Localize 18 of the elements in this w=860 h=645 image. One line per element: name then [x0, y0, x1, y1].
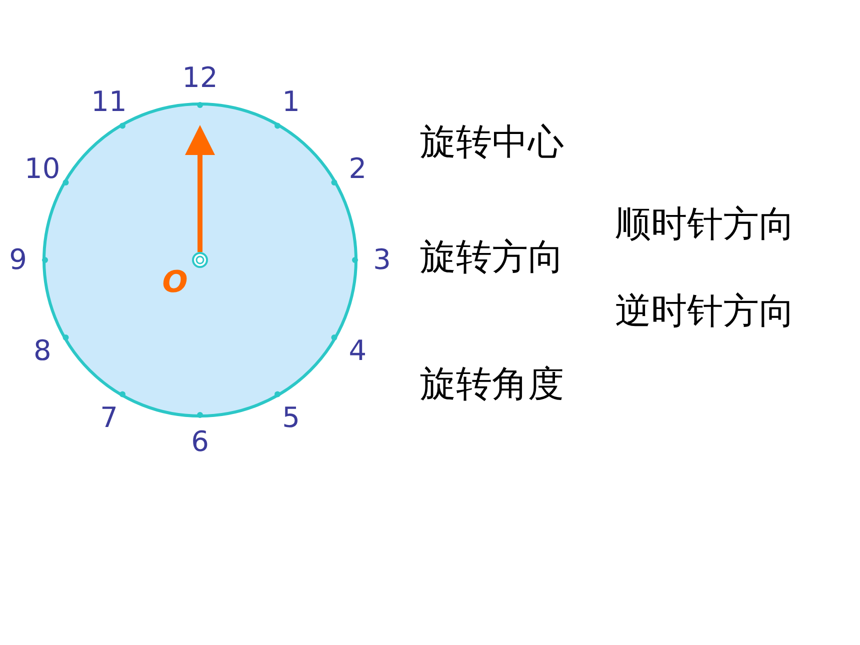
hour-number: 10 — [24, 155, 60, 183]
term-label: 逆时针方向 — [615, 294, 795, 330]
hour-number: 1 — [282, 88, 300, 116]
term-label: 旋转方向 — [420, 240, 564, 276]
hour-number: 12 — [182, 64, 218, 92]
hour-number: 11 — [91, 88, 127, 116]
term-label: 旋转角度 — [420, 367, 564, 403]
hour-number: 5 — [282, 404, 300, 432]
hour-number: 2 — [348, 155, 367, 183]
hour-number: 9 — [9, 246, 27, 274]
term-label: 旋转中心 — [420, 125, 564, 161]
hour-number: 7 — [100, 404, 118, 432]
center-label: O — [162, 268, 188, 298]
hour-number: 8 — [33, 337, 52, 365]
hour-number: 6 — [191, 428, 209, 456]
hour-number: 4 — [348, 337, 367, 365]
term-label: 顺时针方向 — [615, 207, 795, 243]
hour-number: 3 — [373, 246, 391, 274]
